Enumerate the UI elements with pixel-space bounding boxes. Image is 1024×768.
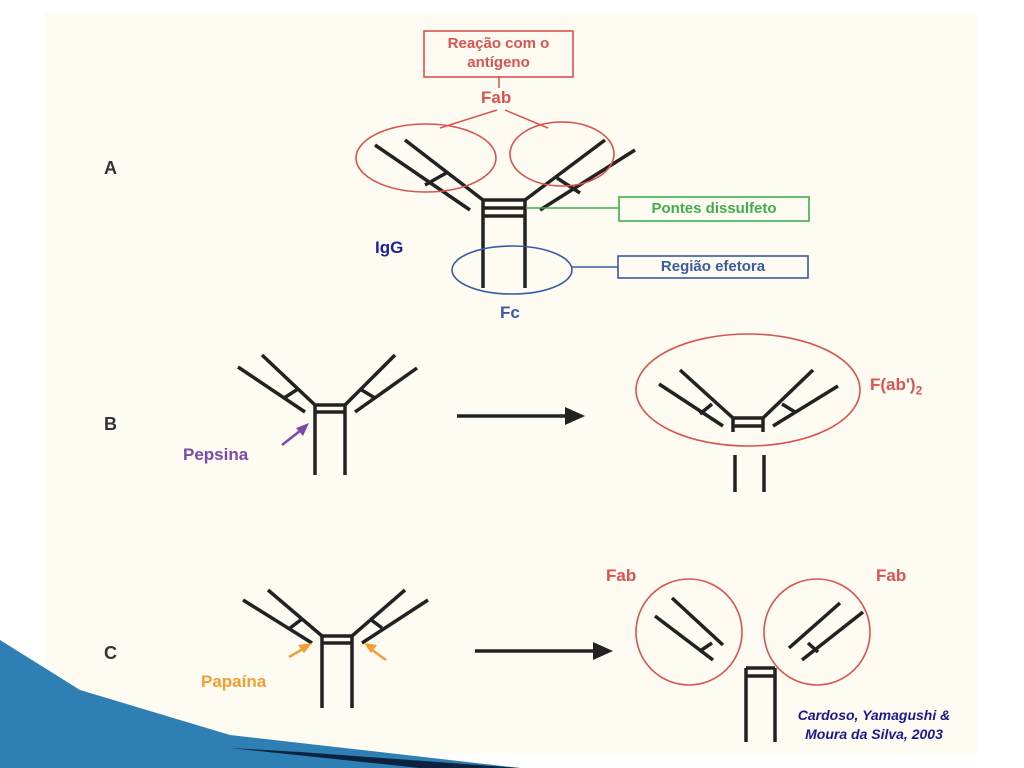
page-background	[45, 12, 977, 754]
fab-circle-right	[763, 578, 871, 686]
igg-label: IgG	[375, 238, 404, 257]
fc-ellipse	[451, 245, 573, 295]
igg-before-pepsin	[237, 353, 419, 475]
panel-letter-a: A	[104, 158, 117, 178]
fab-ellipse-right	[509, 121, 615, 187]
papain-arrowhead-left	[298, 643, 312, 653]
citation: Cardoso, Yamagushi & Moura da Silva, 200…	[774, 706, 974, 744]
fc-pieces-b	[733, 455, 766, 492]
corner-decoration-dark	[230, 748, 520, 768]
fab-label-c-right: Fab	[876, 566, 907, 585]
igg-before-papain	[242, 588, 429, 708]
reaction-arrowhead-b	[565, 407, 585, 425]
antigen-box-label: Reação com o antígeno	[424, 34, 573, 72]
pepsin-label: Pepsina	[183, 445, 249, 464]
antigen-box-line2: antígeno	[467, 54, 530, 71]
antigen-box-line1: Reação com o	[447, 35, 550, 52]
disulfide-box-label: Pontes dissulfeto	[651, 200, 777, 217]
citation-line1: Cardoso, Yamagushi &	[797, 707, 951, 723]
effector-box-label: Região efetora	[660, 258, 766, 275]
fab-label-a: Fab	[481, 88, 512, 107]
pepsin-arrowhead	[296, 423, 309, 436]
fab2-label-text: F(ab')	[870, 375, 916, 394]
panel-letter-b: B	[104, 414, 117, 434]
fab2-ellipse	[635, 333, 861, 447]
antigen-box-frame	[423, 30, 574, 78]
fab-fragment-left	[653, 596, 725, 662]
fab-label-c-left: Fab	[606, 566, 637, 585]
fab-pointer-left	[439, 109, 498, 129]
papain-arrowhead-right	[364, 643, 377, 653]
igg-molecule	[374, 138, 636, 288]
effector-box-frame	[617, 255, 809, 279]
fab2-label-subscript: 2	[915, 383, 923, 398]
fab-fragment-right	[787, 601, 865, 662]
fc-fragment-c	[744, 666, 777, 742]
fc-label: Fc	[500, 303, 520, 322]
disulfide-box-frame	[618, 196, 810, 222]
panel-letter-c: C	[104, 643, 117, 663]
citation-line2: Moura da Silva, 2003	[805, 726, 943, 742]
fab-circle-left	[635, 578, 743, 686]
reaction-arrowhead-c	[593, 642, 613, 660]
fab2-label: F(ab')2	[870, 375, 922, 397]
fab-ellipse-left	[355, 123, 497, 193]
fab2-fragment	[658, 368, 839, 432]
papain-label: Papaína	[201, 672, 267, 691]
fab-pointer-right	[504, 109, 549, 129]
corner-decoration	[0, 640, 520, 768]
